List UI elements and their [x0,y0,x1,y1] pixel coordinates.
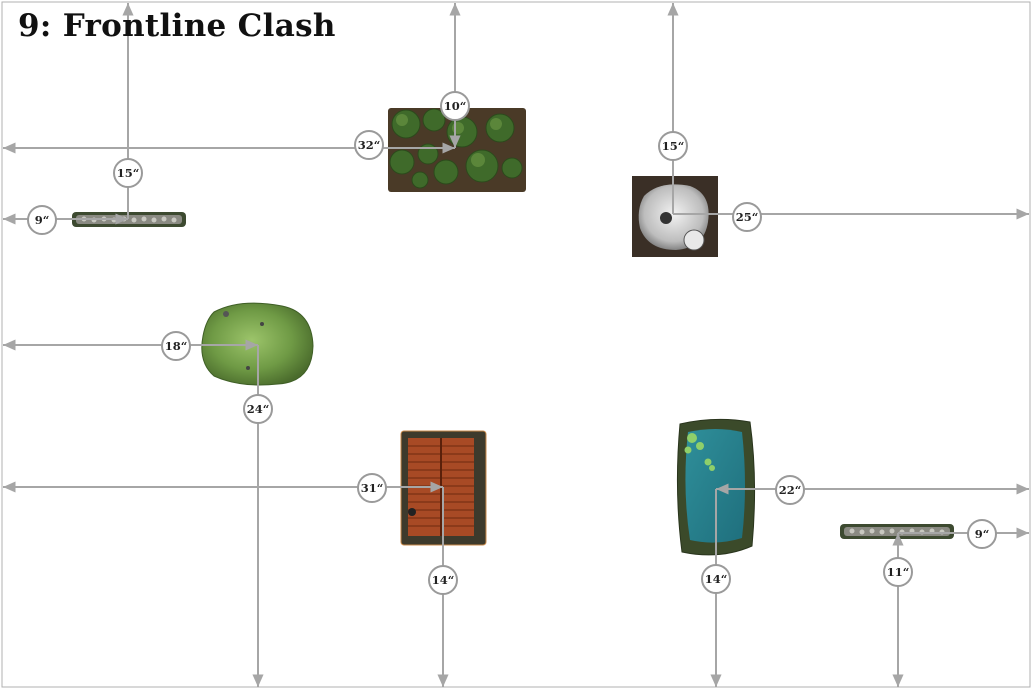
badge-label: 10“ [444,99,467,113]
badge-pond-bottom: 14“ [701,564,731,594]
badge-label: 22“ [779,483,802,497]
badge-label: 14“ [432,573,455,587]
page-title: 9: Frontline Clash [18,8,336,44]
badge-label: 9“ [975,527,990,541]
badge-wall-se-bottom: 11“ [883,557,913,587]
guide-lines [3,3,1029,687]
badge-label: 15“ [117,166,140,180]
badge-label: 25“ [736,210,759,224]
badge-wall-nw-top: 15“ [113,158,143,188]
badge-label: 9“ [35,213,50,227]
badge-house-left: 31“ [357,473,387,503]
badge-label: 14“ [705,572,728,586]
badge-hill-bottom: 24“ [243,394,273,424]
badge-wall-nw-left: 9“ [27,205,57,235]
badge-forest-left: 32“ [354,130,384,160]
badge-house-bottom: 14“ [428,565,458,595]
badge-wall-se-right: 9“ [967,519,997,549]
badge-hill-left: 18“ [161,331,191,361]
badge-label: 11“ [887,565,910,579]
badge-label: 24“ [247,402,270,416]
badge-label: 18“ [165,339,188,353]
badge-pond-right: 22“ [775,475,805,505]
badge-rock-top: 15“ [658,131,688,161]
badge-label: 15“ [662,139,685,153]
badge-rock-right: 25“ [732,202,762,232]
rock-icon [632,176,718,257]
badge-forest-top: 10“ [440,91,470,121]
measurement-badges: 10“ 32“ 15“ 25“ 15“ 9“ [27,91,997,595]
badge-label: 32“ [358,138,381,152]
badge-label: 31“ [361,481,384,495]
stone-wall-icon [72,212,186,227]
